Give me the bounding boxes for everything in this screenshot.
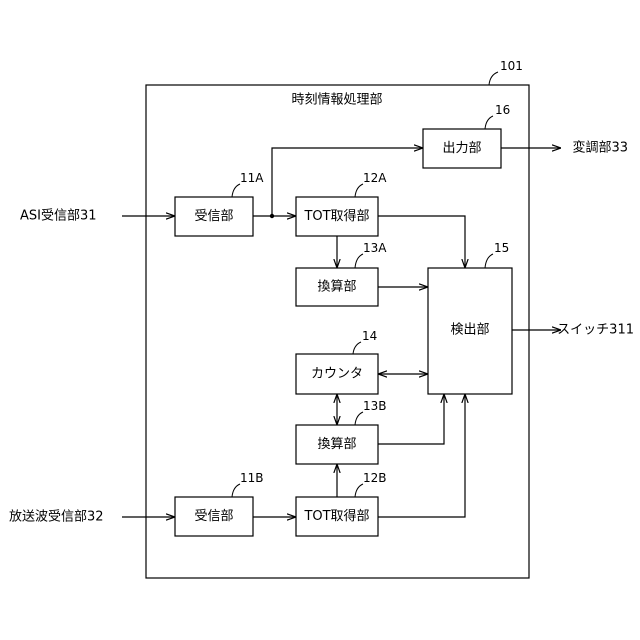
converter-b-ref: 13B [363, 399, 387, 413]
tot-a-ref: 12A [363, 171, 387, 185]
counter-ref: 14 [362, 329, 377, 343]
receiver-b-ref: 11B [240, 471, 264, 485]
converter-a-ref: 13A [363, 241, 387, 255]
broadcast-receiver-label: 放送波受信部32 [9, 510, 104, 525]
detector-ref: 15 [494, 241, 509, 255]
container-ref-leader [489, 72, 498, 85]
tot-b-label: TOT取得部 [303, 508, 369, 524]
receiver-b-label: 受信部 [194, 509, 233, 524]
tot-a-label: TOT取得部 [303, 208, 369, 224]
receiver-a-ref: 11A [240, 171, 264, 185]
converter-a-label: 換算部 [317, 280, 356, 295]
converter-b-label: 換算部 [317, 437, 356, 452]
switch-label: スイッチ311 [557, 323, 634, 338]
asi-receiver-label: ASI受信部31 [20, 209, 97, 224]
container-ref-label: 101 [500, 59, 523, 73]
counter-label: カウンタ [311, 367, 363, 382]
modulator-label: 変調部33 [572, 140, 628, 156]
tot-b-ref: 12B [363, 471, 387, 485]
output-block-ref: 16 [495, 103, 510, 117]
detector-label: 検出部 [450, 323, 489, 338]
output-block-label: 出力部 [442, 141, 481, 156]
container-title: 時刻情報処理部 [291, 93, 382, 108]
receiver-a-label: 受信部 [194, 209, 233, 224]
